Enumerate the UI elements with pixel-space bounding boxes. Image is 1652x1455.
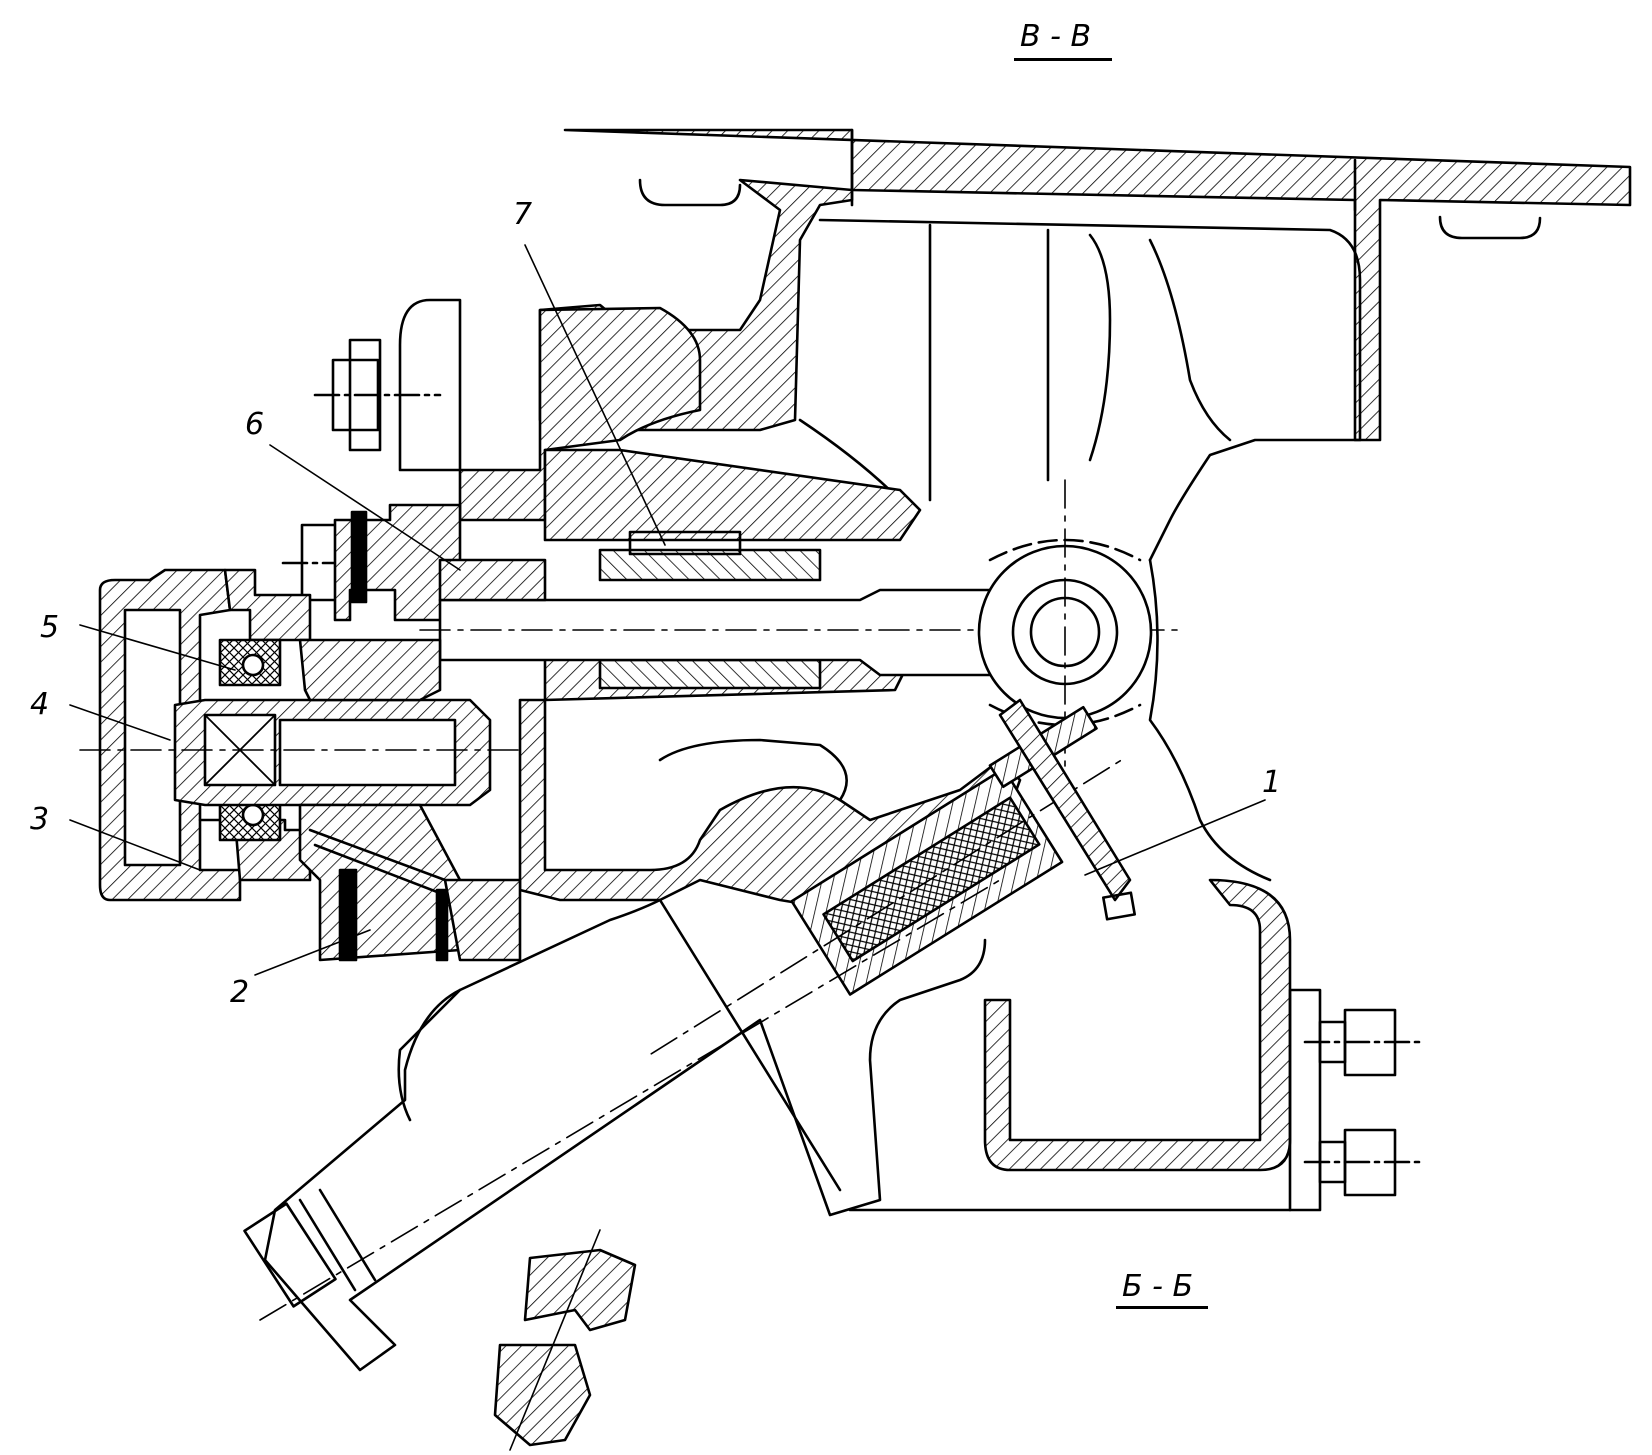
section-label-bottom-underline bbox=[1116, 1306, 1208, 1309]
shaft-collar bbox=[438, 558, 547, 602]
grease-channel-2 bbox=[313, 843, 447, 897]
callout-5: 5 bbox=[40, 610, 60, 645]
leader-1 bbox=[1084, 799, 1266, 876]
sleeve-upper bbox=[543, 448, 922, 542]
section-label-top: B - B bbox=[1020, 19, 1092, 54]
right-block bbox=[1288, 988, 1322, 1212]
rubber-seal-upper bbox=[350, 510, 368, 604]
callout-7: 7 bbox=[513, 197, 533, 232]
frame-pocket-right bbox=[1438, 215, 1542, 240]
end-cap-inner bbox=[123, 608, 182, 867]
leader-5 bbox=[79, 624, 236, 671]
right-box bbox=[983, 878, 1292, 1172]
grease-plug bbox=[443, 878, 522, 962]
leader-7 bbox=[524, 244, 666, 546]
section-label-bottom: Б - Б bbox=[1122, 1269, 1194, 1304]
seal-housing-2 bbox=[298, 638, 442, 702]
section-label-top-underline bbox=[1014, 58, 1112, 61]
lower-cavity bbox=[658, 738, 848, 802]
grease-channel bbox=[308, 828, 447, 882]
key-7 bbox=[628, 530, 742, 556]
leader-6 bbox=[269, 444, 461, 571]
housing-cavity bbox=[818, 218, 1362, 562]
bearing-ball-upper bbox=[241, 653, 265, 677]
part-1-tip bbox=[1102, 891, 1136, 921]
screw-rod bbox=[278, 718, 457, 787]
left-flange bbox=[398, 298, 462, 472]
bracket-arm bbox=[397, 988, 462, 1122]
cap-flange bbox=[223, 568, 312, 642]
grease-nipple-tip bbox=[493, 1343, 592, 1447]
leader-4 bbox=[69, 704, 171, 741]
sleeve-keyway-lower bbox=[598, 658, 822, 690]
leader-3 bbox=[69, 819, 201, 871]
callout-6: 6 bbox=[245, 407, 265, 442]
callout-4: 4 bbox=[30, 687, 50, 722]
callout-1: 1 bbox=[1262, 765, 1282, 800]
bearing-ball-lower bbox=[241, 803, 265, 827]
frame-pocket bbox=[638, 178, 742, 207]
rubber-seal-2 bbox=[338, 868, 358, 962]
part-1-rod bbox=[998, 698, 1132, 902]
callout-2: 2 bbox=[230, 975, 250, 1010]
leader-2 bbox=[254, 929, 371, 976]
housing-rib-3 bbox=[1088, 233, 1112, 462]
right-arm bbox=[1148, 558, 1272, 882]
grease-nipple-body bbox=[523, 1248, 637, 1332]
housing-rib-4 bbox=[1148, 238, 1232, 442]
rubber-seal-2b bbox=[435, 888, 449, 962]
bracket-end-cap bbox=[243, 1202, 337, 1308]
callout-3: 3 bbox=[30, 802, 50, 837]
flange-body bbox=[458, 306, 702, 522]
bracket-outline bbox=[263, 898, 987, 1372]
